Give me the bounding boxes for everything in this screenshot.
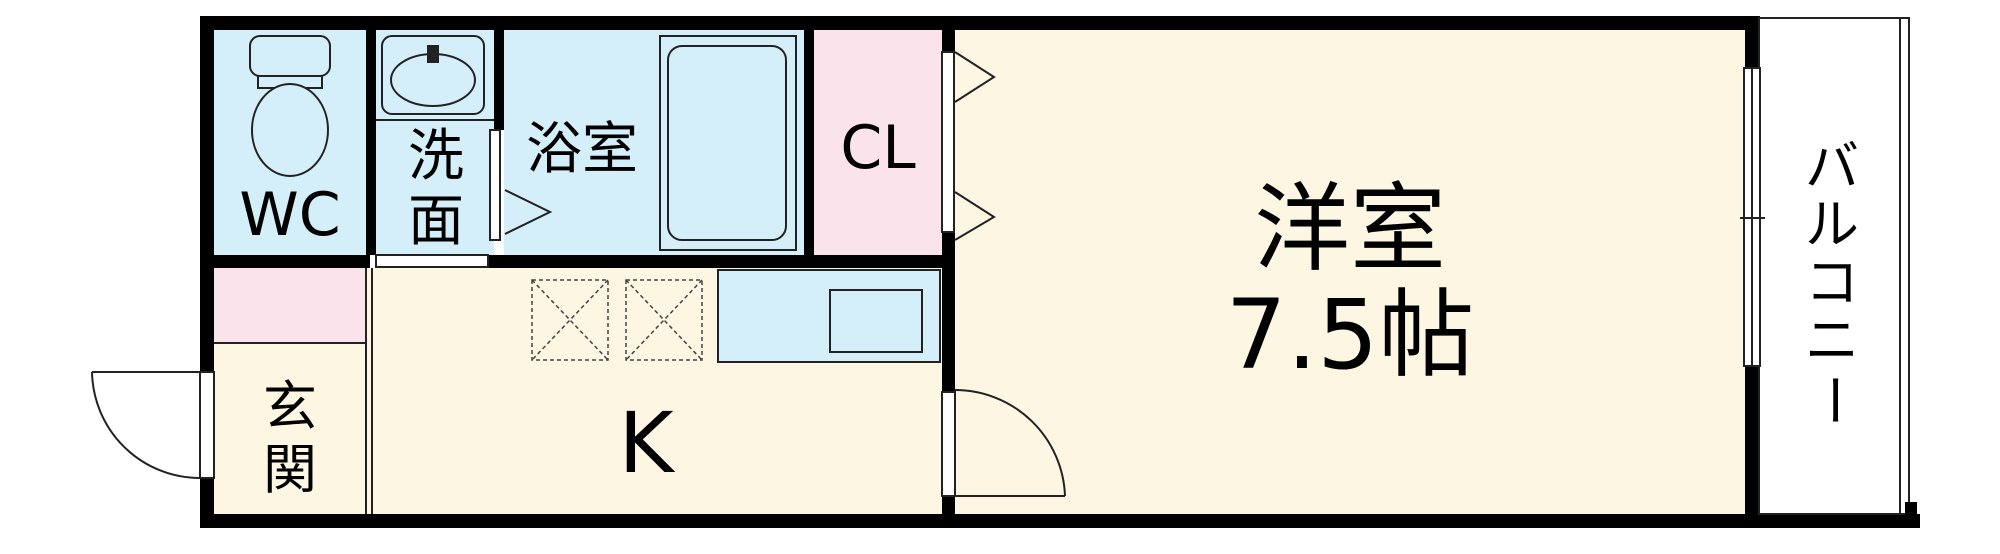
entrance-door (91, 371, 215, 479)
washroom-label-1: 洗 (408, 124, 464, 189)
western-room-size: 7.5帖 (1226, 279, 1475, 391)
entrance-shoe-area (214, 268, 366, 343)
balcony-label-char: コ (1805, 251, 1859, 314)
balcony-window (1740, 67, 1765, 367)
entrance-label-2: 関 (263, 438, 317, 501)
toilet-icon (249, 35, 331, 177)
wash-basin-icon (376, 35, 494, 121)
washroom-label-2: 面 (408, 189, 464, 254)
kitchen-label: K (618, 394, 675, 492)
walls (200, 16, 1920, 528)
kitchen-vents (531, 279, 703, 361)
bath-label: 浴室 (526, 117, 638, 182)
partitions (214, 254, 489, 514)
balcony-label-char: ー (1802, 373, 1865, 427)
washroom-door (489, 129, 553, 241)
wc-label: WC (239, 180, 340, 250)
closet-area (814, 30, 942, 255)
balcony (1758, 17, 1917, 528)
closet-doors (941, 51, 996, 241)
western-room-label: 洋室 (1254, 173, 1446, 285)
sink (829, 289, 923, 353)
entrance-label-1: 玄 (263, 375, 317, 438)
closet-label: CL (840, 113, 916, 183)
balcony-label-char: ニ (1805, 309, 1859, 372)
balcony-label-char: ル (1805, 193, 1859, 256)
bathtub-icon (659, 35, 797, 251)
room-door (941, 389, 1066, 497)
western-room-area (955, 30, 1745, 514)
balcony-label: バ ル コ ニ ー (1802, 135, 1865, 427)
balcony-label-char: バ (1805, 135, 1859, 198)
